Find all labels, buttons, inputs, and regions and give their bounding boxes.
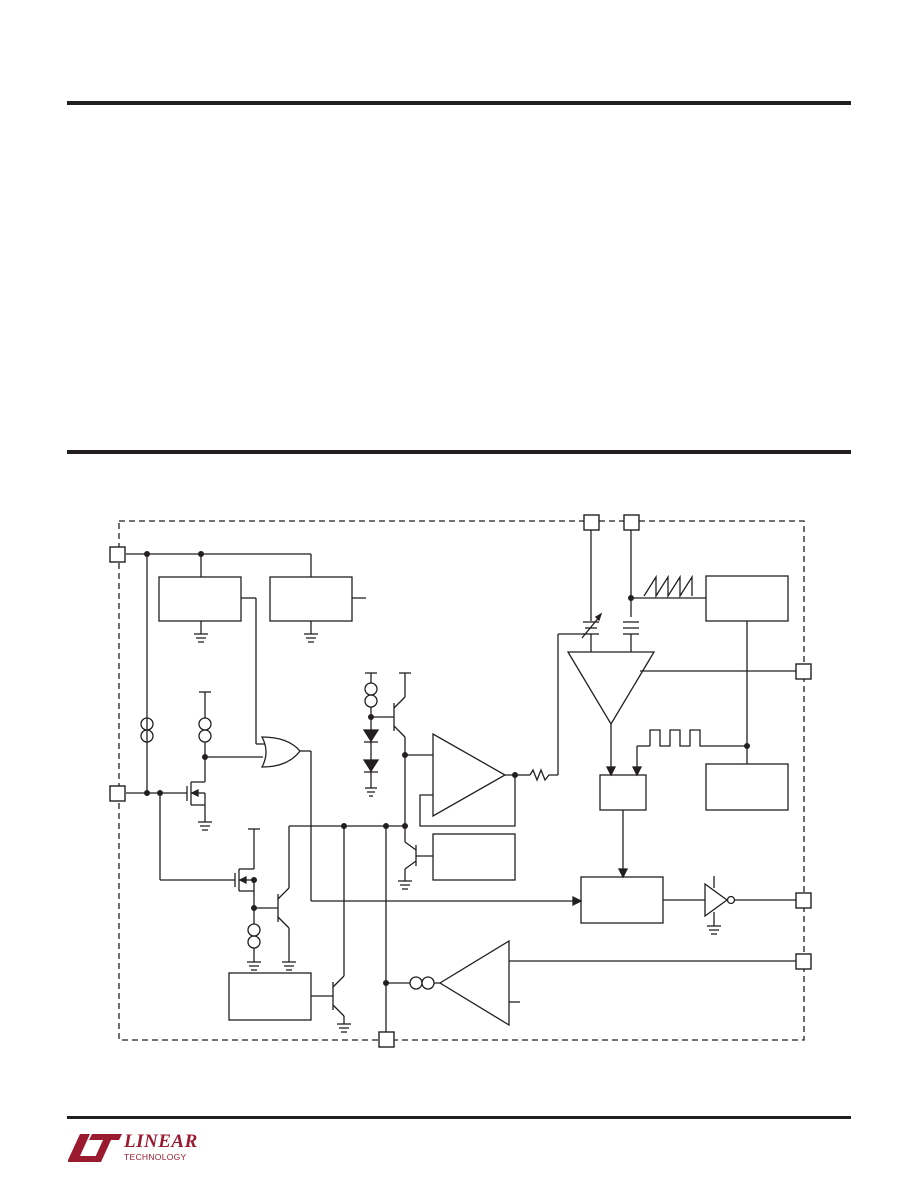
- current-source-1-icon: [140, 717, 154, 743]
- pin-top-2: [623, 514, 640, 531]
- pin-enable: [109, 785, 126, 802]
- pin-right-3: [795, 953, 812, 970]
- gm-source-icon: [409, 976, 435, 990]
- clock-pulse-icon: [649, 729, 706, 747]
- output-inverter: [704, 882, 729, 918]
- logic-block-right: [705, 763, 789, 811]
- pin-supply: [109, 546, 126, 563]
- diode-1-icon: [362, 729, 380, 743]
- pwm-comparator: [566, 651, 656, 726]
- pin-right-1: [795, 663, 812, 680]
- resistor-icon: [529, 768, 558, 782]
- latch-block: [599, 774, 647, 811]
- transconductance-amplifier: [438, 939, 510, 1027]
- oscillator-block: [705, 575, 789, 622]
- brand-name: LINEAR: [124, 1131, 198, 1152]
- ic-boundary: [118, 520, 805, 1041]
- current-source-3-icon: [247, 923, 261, 949]
- current-source-4-icon: [364, 682, 378, 708]
- top-rule: [67, 101, 851, 105]
- error-amp-output-block: [432, 833, 516, 881]
- driver-block: [580, 876, 664, 924]
- lt-logo-icon: [68, 1134, 122, 1162]
- pin-ground: [378, 1031, 395, 1048]
- pin-top-1: [583, 514, 600, 531]
- sawtooth-icon: [643, 574, 693, 599]
- current-source-2-icon: [198, 717, 212, 743]
- regulator-block-1: [158, 576, 242, 622]
- brand-logo: LINEAR TECHNOLOGY: [66, 1130, 197, 1166]
- regulator-block-2: [269, 576, 353, 622]
- diode-2-icon: [362, 759, 380, 773]
- footer-rule: [67, 1116, 851, 1119]
- section-rule: [67, 450, 851, 454]
- brand-tagline: TECHNOLOGY: [124, 1152, 187, 1162]
- or-gate-icon: [260, 736, 301, 768]
- pin-right-2: [795, 892, 812, 909]
- timer-block: [228, 972, 312, 1021]
- error-amplifier: [432, 732, 507, 818]
